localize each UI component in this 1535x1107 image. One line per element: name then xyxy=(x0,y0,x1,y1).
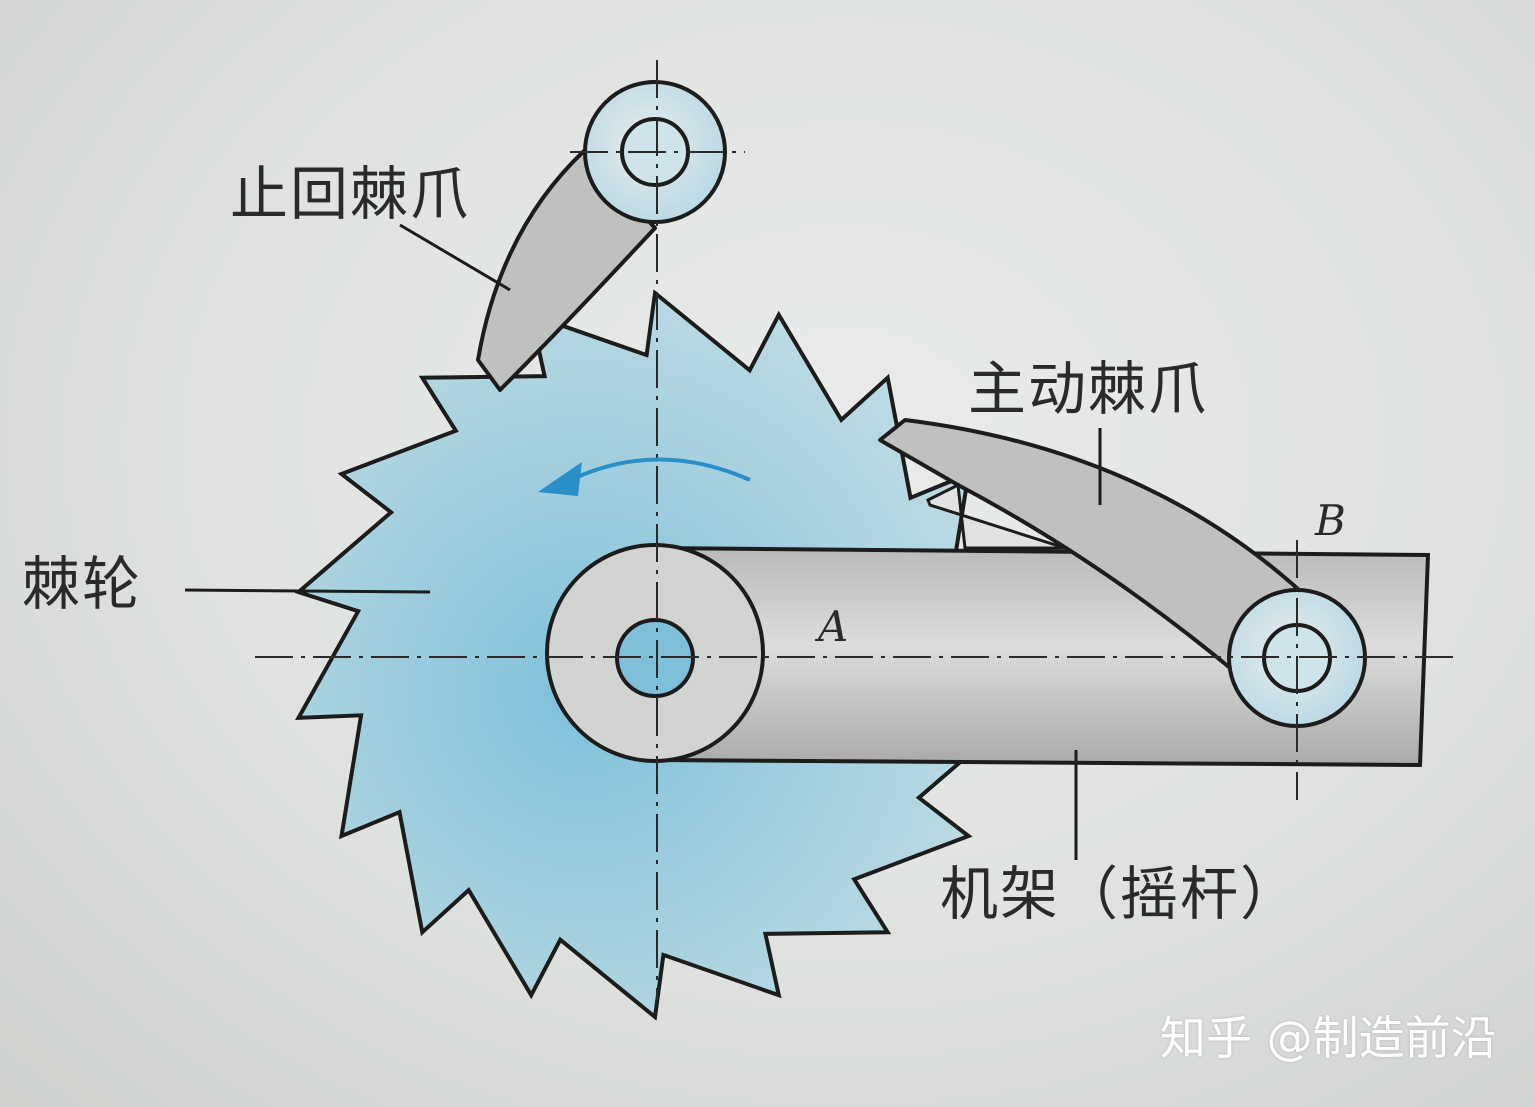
rotation-arrow-head xyxy=(538,462,582,496)
leader-lines xyxy=(184,223,1102,860)
driving-pawl-tip xyxy=(926,482,1066,550)
check-pawl xyxy=(476,148,657,392)
label-point-a: A xyxy=(818,602,849,651)
label-frame-rocker: 机架（摇杆） xyxy=(940,860,1301,928)
watermark: 知乎 @制造前沿 xyxy=(1160,1011,1497,1065)
label-driving-pawl: 主动棘爪 xyxy=(968,355,1209,423)
label-point-b: B xyxy=(1315,496,1346,545)
center-lines xyxy=(255,60,1460,1000)
label-check-pawl: 止回棘爪 xyxy=(230,160,471,228)
label-ratchet-wheel: 棘轮 xyxy=(22,550,143,618)
rotation-arrow xyxy=(574,457,751,482)
